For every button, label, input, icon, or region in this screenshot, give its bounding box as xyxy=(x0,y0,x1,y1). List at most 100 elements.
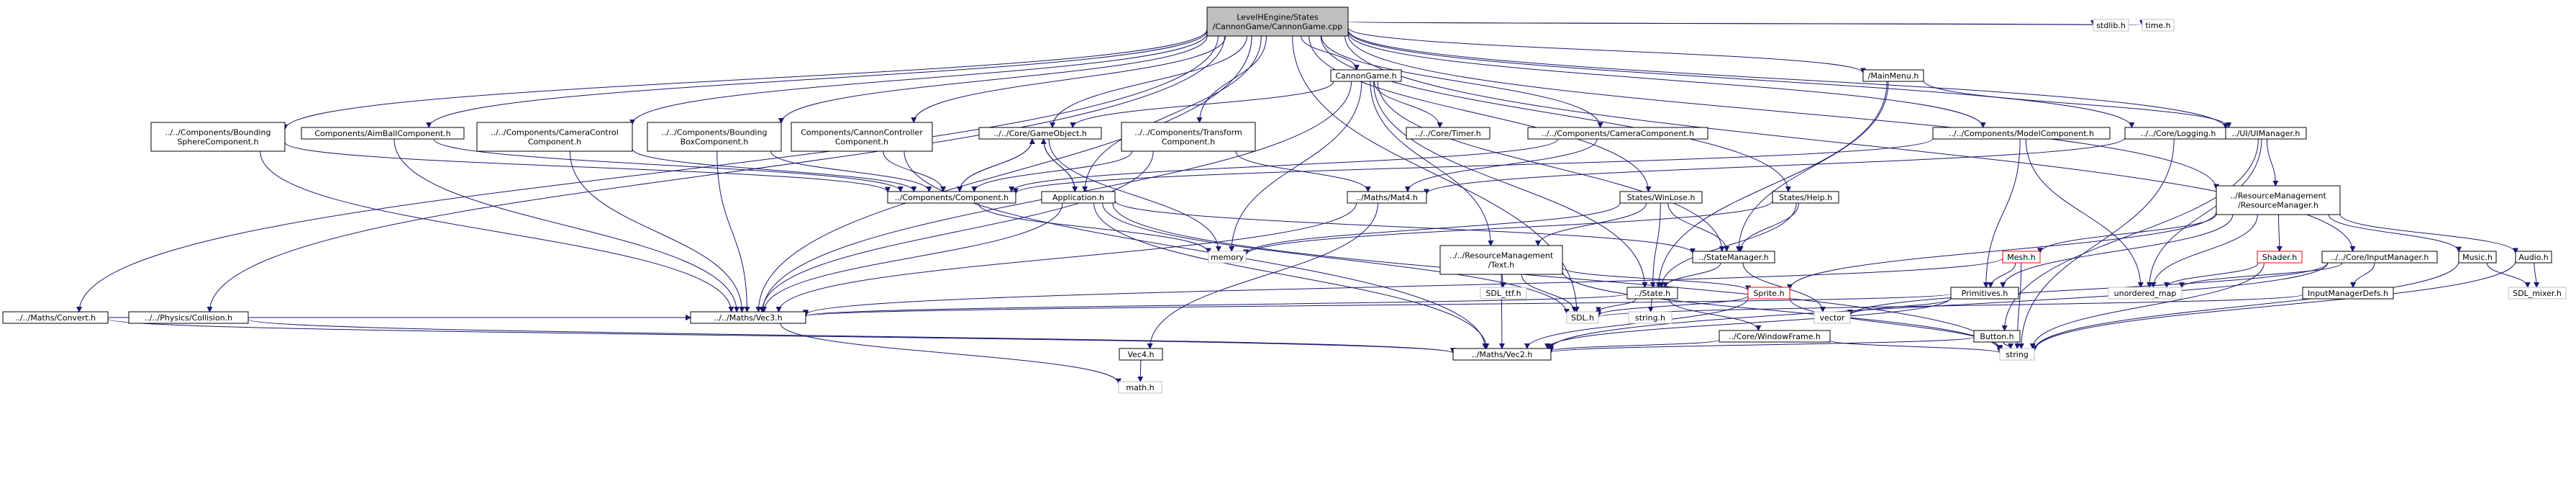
header-file-node-model-comp[interactable]: ../../Components/ModelComponent.h xyxy=(1932,127,2111,140)
header-file-node-states-winlose[interactable]: States/WinLose.h xyxy=(1619,191,1703,204)
node-label: Button.h xyxy=(1980,332,2013,341)
include-edge xyxy=(1983,138,2021,288)
header-file-node-state-h[interactable]: ../State.h xyxy=(1626,287,1678,300)
node-label: SDL_mixer.h xyxy=(2513,289,2562,298)
node-label: ../UI/UIManager.h xyxy=(2232,129,2300,138)
node-label: ../Core/WindowFrame.h xyxy=(1729,332,1821,341)
header-file-node-timer[interactable]: ../../Core/Timer.h xyxy=(1406,127,1490,140)
node-box xyxy=(2108,287,2183,300)
include-edge xyxy=(1070,81,1334,128)
header-file-node-logging[interactable]: ../../Core/Logging.h xyxy=(2124,127,2232,140)
node-box xyxy=(1772,191,1839,204)
include-edge xyxy=(76,35,1219,313)
header-file-node-gameobject[interactable]: ../../Core/GameObject.h xyxy=(978,127,1102,140)
include-edge xyxy=(1229,81,1362,252)
node-box xyxy=(791,122,933,152)
header-file-node-physics-collision[interactable]: ../../Physics/Collision.h xyxy=(128,311,249,324)
header-file-node-vec3[interactable]: ../../Maths/Vec3.h xyxy=(690,311,806,324)
include-edge xyxy=(260,150,734,313)
header-file-node-shader[interactable]: Shader.h xyxy=(2257,251,2303,264)
include-edge xyxy=(803,257,2003,316)
header-file-node-uimanager[interactable]: ../UI/UIManager.h xyxy=(2225,127,2307,140)
header-file-node-text-h[interactable]: ../../ResourceManagement/Text.h xyxy=(1439,245,1563,275)
header-file-node-vec2[interactable]: ../Maths/Vec2.h xyxy=(1452,348,1552,361)
node-label: memory xyxy=(1211,253,1244,262)
node-box xyxy=(301,127,465,140)
include-edge xyxy=(2150,214,2258,288)
include-edge xyxy=(1347,27,1866,74)
system-header-node-sdl-mixer: SDL_mixer.h xyxy=(2508,287,2567,300)
header-file-node-resource-manager[interactable]: ../ResourceManagement/ResourceManager.h xyxy=(2216,185,2341,215)
include-edge xyxy=(1009,138,1559,192)
include-edge xyxy=(803,293,1952,318)
include-edge xyxy=(107,318,1456,354)
include-edge xyxy=(716,150,750,313)
header-file-node-inputmanager[interactable]: ../../Core/InputManager.h xyxy=(2321,251,2438,264)
include-edge xyxy=(1596,295,1749,317)
include-edge xyxy=(1243,200,1773,256)
node-label: time.h xyxy=(2145,21,2170,30)
header-file-node-camera-control[interactable]: ../../Components/CameraControlComponent.… xyxy=(476,122,633,152)
header-file-node-application[interactable]: Application.h xyxy=(1041,191,1116,204)
header-file-node-music[interactable]: Music.h xyxy=(2458,251,2497,264)
header-file-node-bounding-sphere[interactable]: ../../Components/BoundingSphereComponent… xyxy=(150,122,286,152)
header-file-node-mainmenu[interactable]: /MainMenu.h xyxy=(1862,69,1924,82)
include-edge xyxy=(1347,32,1986,128)
include-edge xyxy=(2001,138,2259,331)
node-box xyxy=(1119,348,1163,361)
node-label: Component.h xyxy=(1162,138,1215,147)
node-label: Components/AimBallComponent.h xyxy=(314,129,450,138)
node-box xyxy=(2,311,109,324)
node-label: string.h xyxy=(1635,313,1665,323)
node-label: InputManagerDefs.h xyxy=(2308,289,2388,298)
include-edge xyxy=(2147,138,2262,288)
include-edge xyxy=(206,35,1225,313)
header-file-node-mesh[interactable]: Mesh.h xyxy=(2002,251,2041,264)
include-edge xyxy=(2031,260,2516,352)
node-box xyxy=(1480,287,1527,300)
include-edge xyxy=(1535,202,1647,246)
header-file-node-mat4[interactable]: ../Maths/Mat4.h xyxy=(1347,191,1427,204)
node-box xyxy=(2302,287,2394,300)
node-box xyxy=(2225,127,2307,140)
header-file-node-statemanager[interactable]: ../StateManager.h xyxy=(1692,251,1775,264)
header-file-node-aimball[interactable]: Components/AimBallComponent.h xyxy=(301,127,465,140)
header-file-node-windowframe[interactable]: ../Core/WindowFrame.h xyxy=(1719,330,1831,343)
include-edge xyxy=(1548,339,1720,352)
include-edge xyxy=(1847,262,2329,317)
node-box xyxy=(1118,381,1162,394)
header-file-node-maths-convert[interactable]: ../../Maths/Convert.h xyxy=(2,311,109,324)
include-edge xyxy=(2037,213,2217,254)
header-file-node-camera-comp[interactable]: ../../Components/CameraComponent.h xyxy=(1527,127,1708,140)
node-label: ../Maths/Mat4.h xyxy=(1356,193,1418,202)
node-box xyxy=(2257,251,2303,264)
source-file-node-root[interactable]: LevelHEngine/States/CannonGame/CannonGam… xyxy=(1206,6,1349,37)
header-file-node-primitives[interactable]: Primitives.h xyxy=(1950,287,2019,300)
include-edge xyxy=(959,138,1035,192)
header-file-node-button[interactable]: Button.h xyxy=(1973,330,2021,343)
node-label: Shader.h xyxy=(2262,253,2297,262)
include-edge xyxy=(1847,298,1952,315)
header-file-node-sprite[interactable]: Sprite.h xyxy=(1747,287,1790,300)
include-edge xyxy=(1048,138,1221,252)
header-file-node-inputmanagerdefs[interactable]: InputManagerDefs.h xyxy=(2302,287,2394,300)
node-label: Component.h xyxy=(528,138,581,147)
header-file-node-cannongame-h[interactable]: CannonGame.h xyxy=(1330,69,1402,82)
include-edge xyxy=(1424,137,2126,195)
include-edge xyxy=(632,148,917,192)
include-edge xyxy=(2163,262,2259,288)
node-box xyxy=(1932,127,2111,140)
include-edge xyxy=(1114,200,1696,254)
system-header-node-memory: memory xyxy=(1208,251,1247,264)
header-file-node-audio[interactable]: Audio.h xyxy=(2515,251,2552,264)
include-edge xyxy=(1321,35,1603,128)
header-file-node-vec4[interactable]: Vec4.h xyxy=(1119,348,1163,361)
header-file-node-states-help[interactable]: States/Help.h xyxy=(1772,191,1839,204)
include-edge xyxy=(1320,35,1791,192)
header-file-node-component[interactable]: ../Components/Component.h xyxy=(887,191,1016,204)
include-edge xyxy=(433,138,904,192)
include-edge xyxy=(2486,262,2531,288)
